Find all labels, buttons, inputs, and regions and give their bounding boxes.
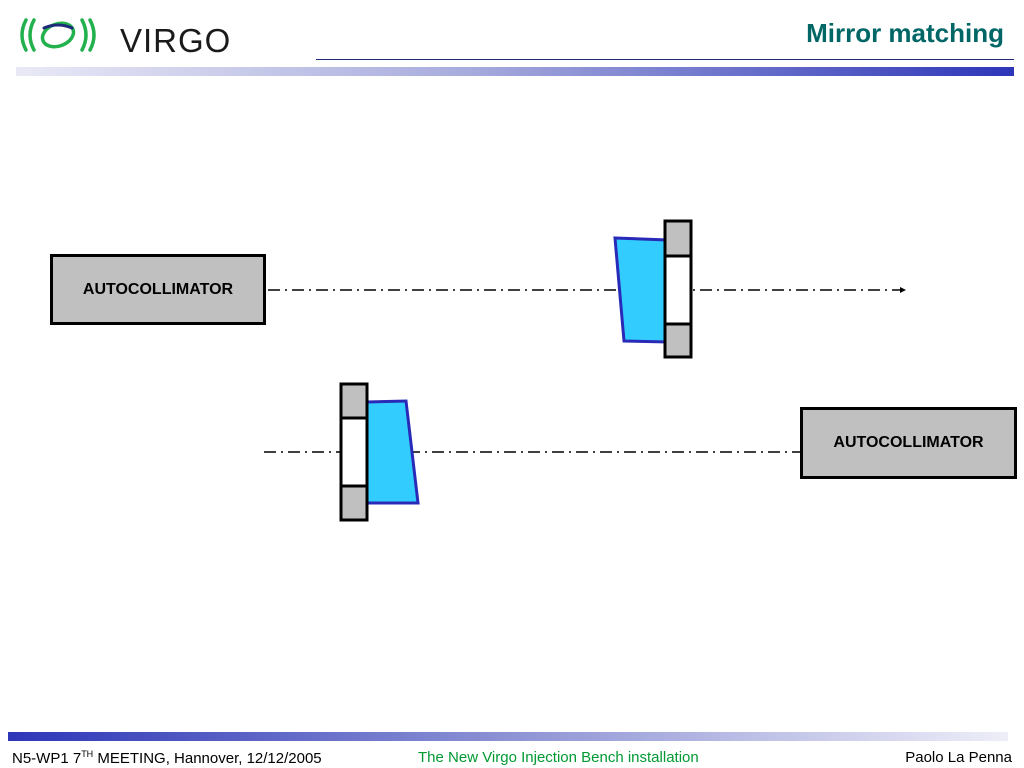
bottom-mount-window bbox=[339, 416, 369, 488]
top-mirror-assembly bbox=[613, 219, 693, 359]
footer-author: Paolo La Penna bbox=[905, 749, 1012, 766]
autocollimator-top-label: AUTOCOLLIMATOR bbox=[82, 280, 234, 298]
virgo-logo-icon bbox=[20, 18, 96, 52]
footer-gradient-bar bbox=[8, 732, 1008, 741]
autocollimator-bottom: AUTOCOLLIMATOR bbox=[800, 407, 1017, 479]
virgo-logo: VIRGO bbox=[16, 12, 230, 59]
bottom-mount-lower-block bbox=[339, 484, 369, 522]
footer-meeting-superscript: TH bbox=[81, 749, 94, 759]
footer-meeting-suffix: MEETING, Hannover, 12/12/2005 bbox=[93, 750, 322, 767]
footer-presentation-title: The New Virgo Injection Bench installati… bbox=[418, 749, 699, 766]
autocollimator-top: AUTOCOLLIMATOR bbox=[50, 254, 266, 325]
title-underline bbox=[316, 59, 1014, 60]
bottom-mirror-wedge bbox=[365, 399, 420, 505]
bottom-mount-upper-block bbox=[339, 382, 369, 420]
top-mount-lower-block bbox=[663, 322, 693, 359]
autocollimator-bottom-label: AUTOCOLLIMATOR bbox=[833, 434, 984, 451]
slide-title: Mirror matching bbox=[806, 18, 1004, 48]
bottom-mirror-assembly bbox=[339, 382, 420, 522]
top-mount-upper-block bbox=[663, 219, 693, 258]
footer-meeting-info: N5-WP1 7TH MEETING, Hannover, 12/12/2005 bbox=[12, 749, 322, 767]
header-gradient-bar bbox=[16, 67, 1014, 76]
top-mount-window bbox=[663, 254, 693, 326]
top-mirror-wedge bbox=[613, 236, 669, 344]
logo-text: VIRGO bbox=[120, 22, 232, 59]
footer-meeting-prefix: N5-WP1 7 bbox=[12, 750, 82, 767]
top-beam-arrowhead bbox=[900, 287, 906, 293]
